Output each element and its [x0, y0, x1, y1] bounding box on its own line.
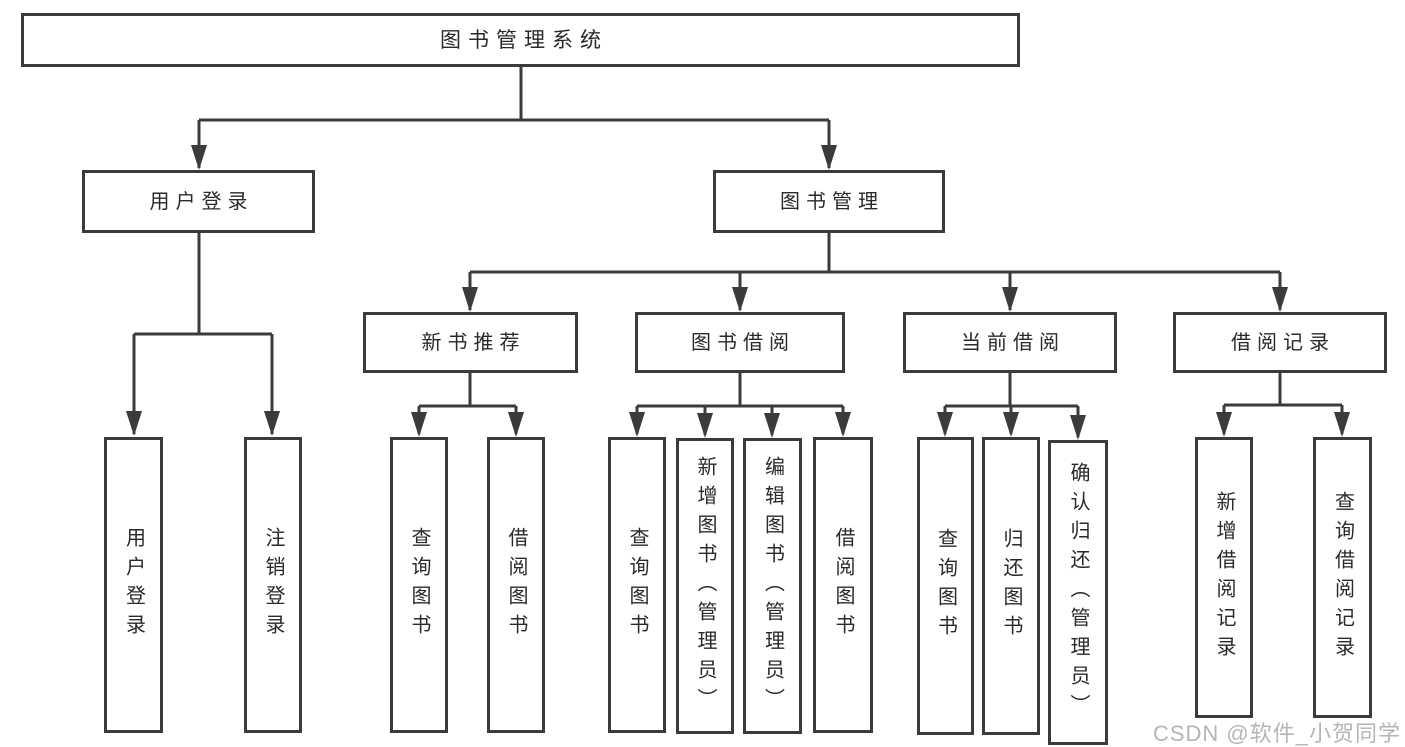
leaf-add-book-admin-label: 新增图书（管理员）: [694, 455, 716, 717]
node-user-login: 用户登录: [82, 170, 315, 233]
leaf-borrow-book-recommend-label: 借阅图书: [505, 527, 527, 643]
leaf-borrow-book-recommend: 借阅图书: [487, 437, 545, 733]
leaf-user-login-label: 用户登录: [122, 527, 145, 643]
leaf-query-book-borrow-label: 查询图书: [626, 527, 648, 643]
leaf-borrow-book-label: 借阅图书: [832, 527, 854, 643]
leaf-edit-book-admin-label: 编辑图书（管理员）: [761, 455, 784, 717]
node-current-borrow-label: 当前借阅: [961, 331, 1065, 354]
node-current-borrow: 当前借阅: [903, 312, 1117, 373]
leaf-edit-book-admin: 编辑图书（管理员）: [743, 438, 802, 734]
node-book-management-label: 图书管理: [780, 190, 884, 213]
leaf-add-borrow-record: 新增借阅记录: [1195, 437, 1253, 718]
node-book-borrow: 图书借阅: [635, 312, 845, 373]
leaf-query-book-borrow: 查询图书: [608, 437, 666, 733]
node-library-system: 图书管理系统: [21, 13, 1020, 67]
node-book-management: 图书管理: [713, 170, 945, 233]
node-borrow-record: 借阅记录: [1173, 312, 1387, 373]
leaf-confirm-return-admin: 确认归还（管理员）: [1048, 440, 1108, 745]
leaf-return-book-label: 归还图书: [1000, 528, 1022, 644]
leaf-logout: 注销登录: [244, 437, 302, 733]
leaf-confirm-return-admin-label: 确认归还（管理员）: [1067, 462, 1089, 723]
leaf-query-book-recommend: 查询图书: [390, 437, 448, 733]
leaf-query-borrow-record-label: 查询借阅记录: [1331, 490, 1354, 665]
csdn-watermark: CSDN @软件_小贺同学: [1152, 721, 1401, 746]
leaf-user-login: 用户登录: [104, 437, 163, 733]
node-new-book-recommend-label: 新书推荐: [421, 331, 526, 354]
node-book-borrow-label: 图书借阅: [691, 331, 795, 354]
leaf-query-book-current-label: 查询图书: [934, 528, 957, 644]
leaf-query-book-current: 查询图书: [917, 437, 974, 735]
node-library-system-label: 图书管理系统: [440, 28, 608, 52]
leaf-borrow-book: 借阅图书: [813, 437, 873, 733]
leaf-add-book-admin: 新增图书（管理员）: [676, 438, 734, 734]
leaf-return-book: 归还图书: [982, 437, 1040, 735]
leaf-query-borrow-record: 查询借阅记录: [1313, 437, 1372, 718]
node-new-book-recommend: 新书推荐: [363, 312, 578, 373]
leaf-query-book-recommend-label: 查询图书: [408, 527, 430, 643]
node-user-login-label: 用户登录: [149, 190, 254, 213]
leaf-logout-label: 注销登录: [262, 527, 284, 643]
node-borrow-record-label: 借阅记录: [1231, 331, 1335, 354]
leaf-add-borrow-record-label: 新增借阅记录: [1213, 490, 1235, 665]
